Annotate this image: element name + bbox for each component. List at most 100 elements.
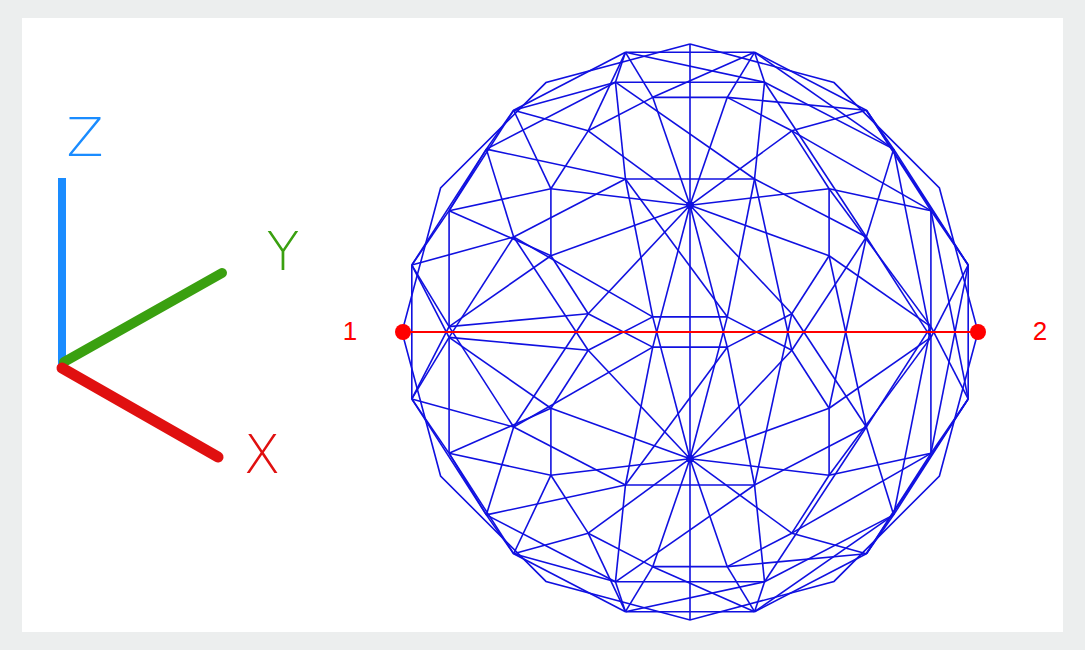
drawing-area — [22, 18, 1063, 632]
mesh-edge — [690, 408, 829, 458]
mesh-edge — [866, 149, 893, 237]
mesh-edge — [829, 189, 931, 327]
mesh-edge — [588, 533, 653, 566]
mesh-edge — [588, 350, 690, 458]
axis-tripod — [62, 178, 222, 457]
mesh-edge — [792, 256, 829, 314]
mesh-edge — [550, 189, 552, 256]
mesh-edge — [514, 52, 626, 110]
axis-label: Z — [67, 111, 104, 165]
mesh-edge — [615, 485, 754, 582]
mesh-edge — [449, 211, 551, 256]
mesh-edge — [755, 427, 867, 485]
z-axis — [58, 178, 66, 366]
mesh-edge — [931, 211, 968, 399]
mesh-edge — [448, 337, 450, 453]
mesh-edge — [828, 408, 830, 475]
mesh-edge — [588, 97, 653, 130]
mesh-edge — [514, 475, 551, 554]
mesh-edge — [449, 256, 551, 327]
mesh-edge — [588, 317, 653, 350]
mesh-edge — [514, 110, 551, 189]
point-marker — [395, 324, 411, 340]
mesh-edge — [755, 179, 792, 350]
mesh-edge — [866, 399, 968, 554]
mesh-edge — [514, 554, 616, 582]
mesh-edge — [653, 97, 690, 205]
point-marker — [970, 324, 986, 340]
mesh-edge — [551, 131, 588, 189]
mesh-edge — [514, 110, 589, 131]
mesh-edge — [550, 408, 552, 475]
mesh-edge — [727, 97, 792, 130]
mesh-edge — [653, 567, 755, 612]
mesh-edge — [653, 459, 690, 567]
mesh-edge — [514, 427, 626, 485]
point-label: 2 — [1033, 318, 1047, 344]
mesh-edge — [930, 337, 932, 453]
mesh-edge — [755, 179, 867, 237]
mesh-edge — [829, 337, 931, 408]
mesh-edge — [829, 237, 866, 408]
mesh-edge — [449, 314, 588, 327]
point-label: 1 — [343, 318, 357, 344]
mesh-edge — [866, 110, 968, 265]
mesh-edge — [486, 515, 615, 582]
mesh-edge — [551, 256, 588, 314]
mesh-edge — [551, 408, 690, 458]
mesh-edge — [615, 82, 754, 179]
mesh-edge — [615, 485, 625, 582]
mesh-edge — [755, 82, 765, 179]
mesh-edge — [625, 347, 652, 485]
mesh-edge — [551, 205, 690, 255]
mesh-edge — [690, 131, 792, 205]
sphere-outline — [402, 44, 978, 620]
mesh-edge — [486, 427, 513, 515]
mesh-edge — [588, 459, 690, 533]
mesh-edge — [551, 350, 588, 408]
distance-line — [403, 331, 978, 333]
mesh-edge — [551, 459, 690, 475]
mesh-edge — [755, 314, 792, 485]
pole-vertex — [686, 201, 694, 209]
mesh-edge — [792, 453, 931, 533]
mesh-edge — [866, 327, 931, 427]
mesh-edge — [514, 554, 626, 612]
mesh-edge — [930, 211, 932, 327]
mesh-edge — [727, 314, 792, 347]
mesh-edge — [625, 567, 652, 612]
mesh-edge — [625, 582, 764, 612]
mesh-edge — [449, 337, 588, 350]
mesh-edge — [653, 52, 755, 97]
mesh-edge — [792, 131, 829, 189]
mesh-edge — [755, 485, 765, 582]
mesh-edge — [792, 110, 867, 131]
mesh-edge — [653, 205, 690, 347]
mesh-edge — [829, 256, 866, 427]
mesh-edge — [829, 453, 931, 475]
mesh-edge — [615, 82, 625, 179]
mesh-edge — [829, 256, 931, 327]
mesh-edge — [514, 179, 626, 237]
mesh-edge — [653, 317, 690, 459]
x-axis — [62, 368, 218, 457]
mesh-edge — [866, 427, 893, 515]
mesh-edge — [792, 475, 829, 533]
mesh-edge — [514, 533, 589, 554]
mesh-edge — [551, 475, 588, 533]
mesh-edge — [755, 554, 867, 612]
mesh-edge — [486, 485, 625, 515]
mesh-edge — [765, 515, 894, 582]
mesh-edge — [690, 205, 727, 347]
axis-label: X — [244, 428, 281, 482]
mesh-edge — [588, 533, 625, 612]
mesh-edge — [690, 350, 792, 458]
mesh-edge — [828, 189, 830, 256]
mesh-edge — [690, 205, 829, 255]
mesh-edge — [448, 211, 450, 327]
mesh-edge — [588, 52, 625, 131]
mesh-edge — [690, 317, 727, 459]
mesh-edge — [486, 149, 513, 237]
mesh-edge — [449, 337, 551, 408]
